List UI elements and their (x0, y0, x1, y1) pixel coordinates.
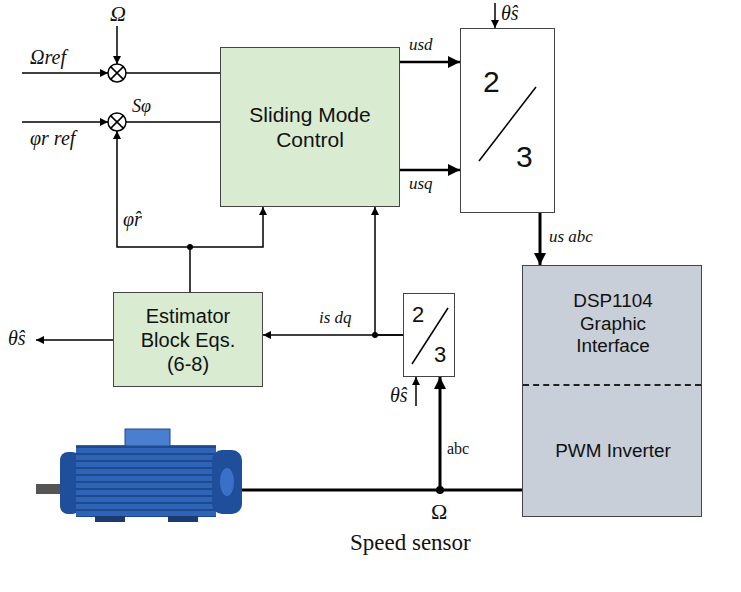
ratio-digit: 2 (412, 302, 424, 328)
flux-feedback-wire (117, 131, 190, 247)
speed-error-wire (126, 72, 220, 74)
junction-circle (108, 113, 126, 131)
junction-cross (111, 116, 124, 129)
flux-reference-arrow (22, 121, 108, 123)
transform-box: 23 (460, 28, 555, 213)
signal-name: θ̂s (501, 2, 519, 24)
speed-reference-arrow (22, 72, 108, 74)
inverter-box: DSP1104 Graphic InterfacePWM Inverter (522, 265, 702, 517)
motor-hub (220, 468, 234, 496)
slash-symbol (461, 29, 556, 214)
angle-input-arrow (415, 377, 417, 406)
box-text: Estimator Block Eqs. (6-8) (132, 304, 244, 376)
signal-name: Ω (431, 500, 447, 524)
signal-name: is dq (318, 309, 353, 328)
signal-arrow (539, 213, 542, 265)
motor-illustration (36, 429, 242, 522)
motor-shaft (36, 484, 64, 494)
terminal-box (125, 429, 170, 446)
junction-cross (111, 67, 124, 80)
estimator-box: Estimator Block Eqs. (6-8) (113, 292, 263, 387)
signal-arrow (400, 169, 460, 172)
signal-name: Ω (110, 2, 126, 26)
motor-foot (168, 516, 198, 522)
signal-name: θ̂s (8, 327, 26, 349)
motor-supply-wire (240, 489, 522, 492)
signal-name: Ωref (30, 46, 66, 68)
motor-foot (95, 516, 125, 522)
signal-arrow (400, 61, 460, 64)
summing-junction (108, 64, 126, 131)
ratio-digit: 3 (516, 139, 533, 175)
signal-name: abc (447, 440, 469, 458)
box-text: DSP1104 Graphic Interface (543, 266, 683, 382)
part-name: Speed sensor (350, 530, 471, 555)
angle-input-arrow (494, 3, 496, 28)
controller-box: Sliding Mode Control (220, 47, 400, 207)
current-measure-arrow (439, 377, 442, 490)
junction-circle (108, 64, 126, 82)
ratio-digit: 3 (434, 342, 446, 368)
box-text: PWM Inverter (543, 386, 683, 516)
speed-feedback-arrow (116, 26, 118, 64)
signal-name: usq (408, 175, 434, 194)
divider-line (523, 384, 701, 386)
transform-box: 23 (403, 293, 455, 377)
signal-name: φr ref (30, 127, 75, 149)
box-text: Sliding Mode Control (226, 102, 394, 152)
signal-arrow (263, 334, 403, 336)
signal-name: φ̂r (123, 208, 142, 230)
signal-name: θ̂s (390, 384, 408, 406)
junction-dot (436, 486, 444, 494)
signal-arrow (375, 207, 403, 335)
slash-symbol (404, 294, 456, 378)
ratio-digit: 2 (483, 64, 500, 100)
junction-cross (111, 67, 124, 80)
signal-name: us abc (548, 228, 594, 247)
junction-cross (111, 116, 124, 129)
signal-arrow (190, 207, 263, 292)
signal-name: usd (408, 36, 434, 55)
motor-body (76, 445, 216, 517)
signal-name: Sφ (132, 97, 151, 117)
motor-endcap (212, 450, 242, 514)
angle-output-arrow (36, 339, 113, 341)
flux-error-wire (126, 121, 220, 123)
